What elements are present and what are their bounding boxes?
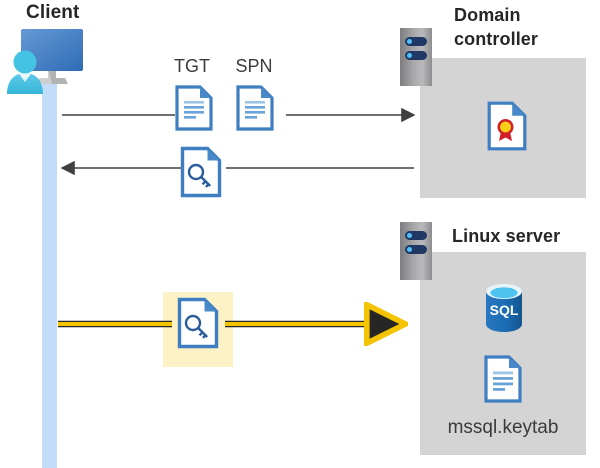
linux-server-title: Linux server (452, 226, 561, 246)
user-computer-icon (7, 29, 83, 94)
linux-server-rack-icon (400, 222, 432, 280)
ticket-key-document-icon (177, 297, 219, 349)
spn-document-icon (236, 85, 274, 131)
spn-label: SPN (235, 56, 273, 76)
domain-controller-server-rack-icon (400, 28, 432, 86)
client-lifeline (42, 82, 57, 468)
rack-bay-1 (405, 231, 427, 240)
sql-database-text: SQL (490, 302, 519, 318)
tgt-document-icon (175, 85, 213, 131)
client-title: Client (26, 2, 80, 23)
certificate-icon (487, 101, 527, 151)
sql-database-icon: SQL (486, 283, 522, 332)
rack-bay-2 (405, 245, 427, 254)
tgt-label: TGT (174, 56, 210, 76)
session-key-document-icon (180, 146, 222, 198)
rack-bay-1 (405, 37, 427, 46)
keytab-document-icon (484, 355, 522, 403)
rack-bay-2 (405, 51, 427, 60)
domain-controller-title: Domain controller (454, 5, 539, 49)
keytab-filename-label: mssql.keytab (447, 417, 559, 438)
